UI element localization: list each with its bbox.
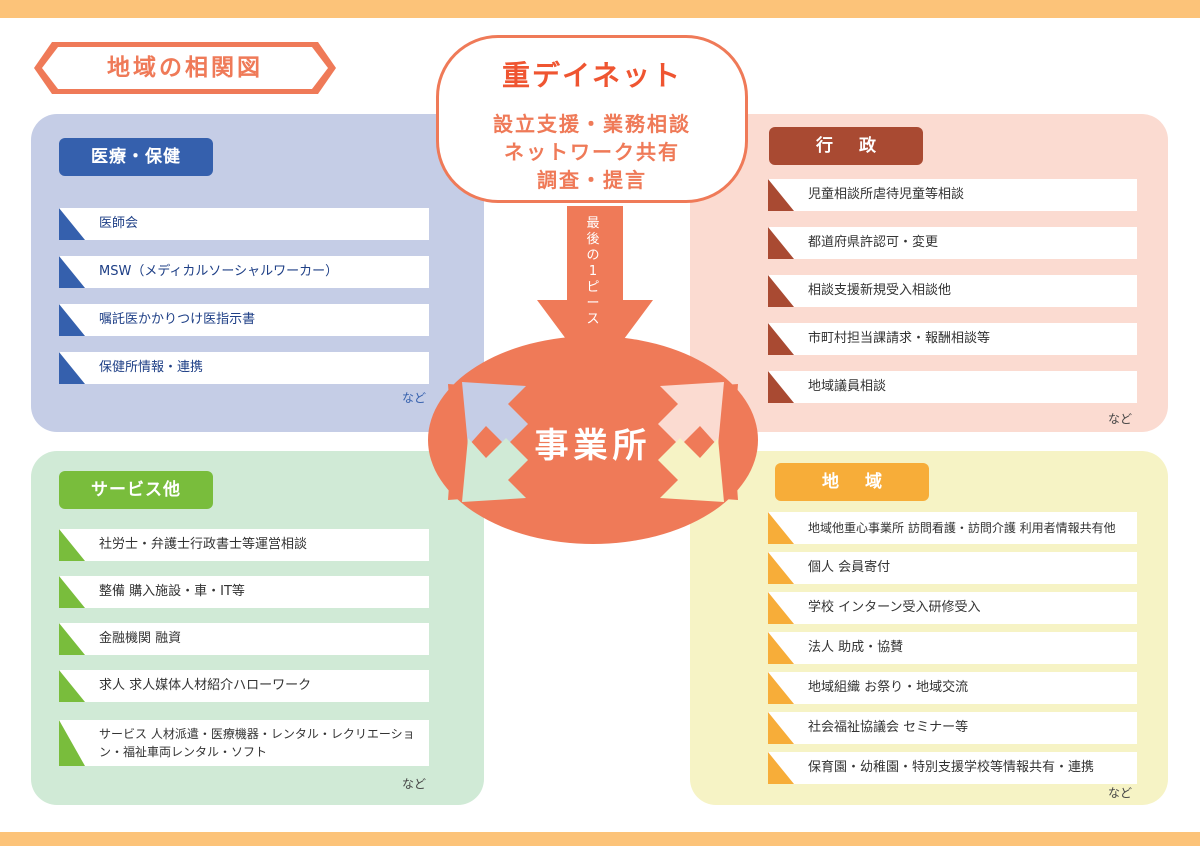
notch-services <box>462 438 528 502</box>
government-item: 市町村担当課請求・報酬相談等 <box>768 323 1137 355</box>
page-title: 地域の相関図 <box>107 55 263 81</box>
region-label: 地域 <box>775 463 929 501</box>
medical-label: 医療・保健 <box>59 138 213 176</box>
network-line-2: ネットワーク共有 <box>504 140 680 164</box>
notch-region <box>658 438 724 502</box>
services-item: 金融機関 融資 <box>59 623 429 655</box>
government-item: 相談支援新規受入相談他 <box>768 275 1137 307</box>
title-banner-shape <box>34 42 336 94</box>
medical-item: 保健所情報・連携 <box>59 352 429 384</box>
center-label: 事業所 <box>534 426 652 466</box>
services-item: 求人 求人媒体人材紹介ハローワーク <box>59 670 429 702</box>
down-arrow <box>537 206 653 378</box>
government-label: 行政 <box>769 127 923 165</box>
services-item: サービス 人材派遣・医療機器・レンタル・レクリエーション・福祉車両レンタル・ソフ… <box>59 720 429 766</box>
network-title: 重デイネット <box>501 59 682 92</box>
government-item: 地域議員相談 <box>768 371 1137 403</box>
network-line-1: 設立支援・業務相談 <box>493 112 691 136</box>
region-item: 学校 インターン受入研修受入 <box>768 592 1137 624</box>
services-item: 社労士・弁護士行政書士等運営相談 <box>59 529 429 561</box>
services-item: 整備 購入施設・車・IT等 <box>59 576 429 608</box>
region-item: 地域他重心事業所 訪問看護・訪問介護 利用者情報共有他 <box>768 512 1137 544</box>
bottom-border-bar <box>0 832 1200 846</box>
arrow-label: 最 後 の 1 ピ ー ス <box>586 216 600 327</box>
notch-government <box>658 382 724 446</box>
services-etc: など <box>402 777 427 791</box>
services-label: サービス他 <box>59 471 213 509</box>
region-panel <box>690 451 1168 805</box>
region-item: 個人 会員寄付 <box>768 552 1137 584</box>
medical-item: 医師会 <box>59 208 429 240</box>
top-border-bar <box>0 0 1200 18</box>
government-item: 都道府県許認可・変更 <box>768 227 1137 259</box>
government-etc: など <box>1108 412 1133 426</box>
medical-item: 嘱託医かかりつけ医指示書 <box>59 304 429 336</box>
medical-item: MSW（メディカルソーシャルワーカー） <box>59 256 429 288</box>
government-item: 児童相談所虐待児童等相談 <box>768 179 1137 211</box>
notch-medical <box>462 382 528 446</box>
network-line-3: 調査・提言 <box>537 168 647 192</box>
network-box <box>436 35 748 203</box>
region-etc: など <box>1108 786 1133 800</box>
medical-etc: など <box>402 391 427 405</box>
page-title-banner: 地域の相関図 <box>34 42 336 94</box>
region-item: 保育園・幼稚園・特別支援学校等情報共有・連携 <box>768 752 1137 784</box>
region-item: 地域組織 お祭り・地域交流 <box>768 672 1137 704</box>
region-item: 社会福祉協議会 セミナー等 <box>768 712 1137 744</box>
region-item: 法人 助成・協賛 <box>768 632 1137 664</box>
